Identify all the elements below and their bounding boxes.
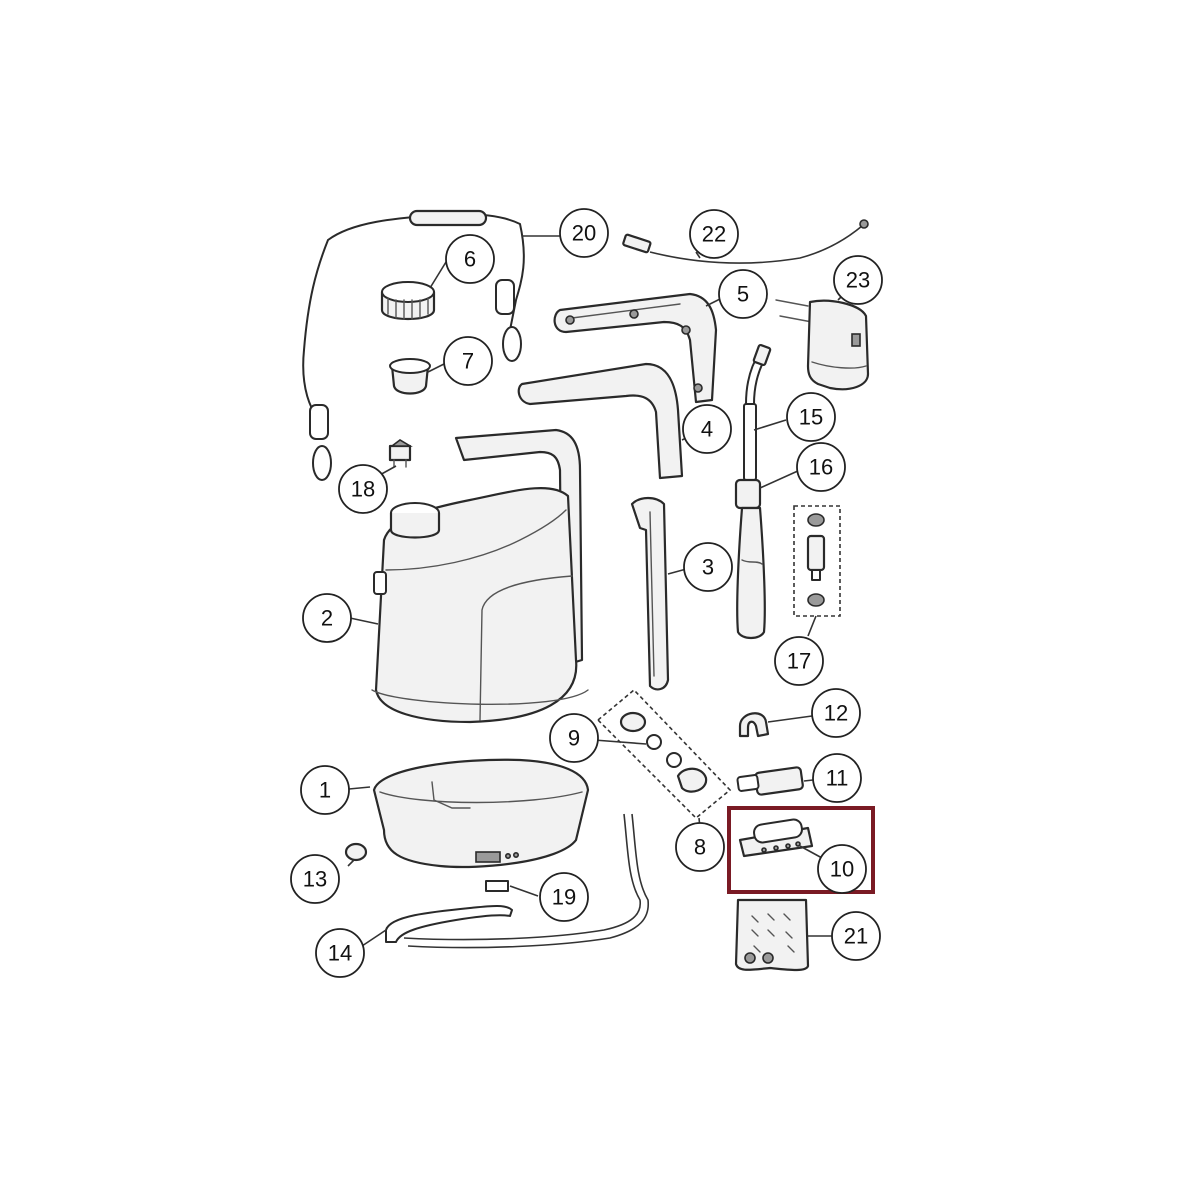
svg-text:17: 17 — [787, 649, 811, 674]
callout-11[interactable]: 11 — [812, 753, 862, 803]
callout-12[interactable]: 12 — [811, 688, 861, 738]
part-1-base — [372, 758, 590, 869]
svg-text:20: 20 — [572, 221, 596, 246]
part-4-back-cover — [517, 362, 684, 480]
part-19-cover-strip — [485, 880, 509, 892]
svg-text:7: 7 — [462, 349, 474, 374]
svg-text:14: 14 — [328, 941, 352, 966]
svg-text:13: 13 — [303, 867, 327, 892]
callout-20[interactable]: 20 — [559, 208, 609, 258]
callout-9[interactable]: 9 — [549, 713, 599, 763]
callout-21[interactable]: 21 — [831, 911, 881, 961]
callout-19[interactable]: 19 — [539, 872, 589, 922]
part-18-switch — [388, 439, 413, 468]
callout-2[interactable]: 2 — [302, 593, 352, 643]
svg-text:22: 22 — [702, 222, 726, 247]
part-11-pump-motor — [736, 766, 804, 796]
svg-text:16: 16 — [809, 455, 833, 480]
callout-7[interactable]: 7 — [443, 336, 493, 386]
svg-text:4: 4 — [701, 417, 713, 442]
svg-text:10: 10 — [830, 857, 854, 882]
svg-text:19: 19 — [552, 885, 576, 910]
callout-23[interactable]: 23 — [833, 255, 883, 305]
callout-1[interactable]: 1 — [300, 765, 350, 815]
callout-8[interactable]: 8 — [675, 822, 725, 872]
svg-text:2: 2 — [321, 606, 333, 631]
part-7-filter-basket — [389, 358, 431, 395]
part-3-side-handle — [630, 496, 670, 691]
part-13-foot — [344, 842, 368, 862]
callout-13[interactable]: 13 — [290, 854, 340, 904]
callout-10[interactable]: 10 — [817, 844, 867, 894]
part-23-power-adapter — [775, 299, 870, 391]
svg-text:12: 12 — [824, 701, 848, 726]
svg-text:9: 9 — [568, 726, 580, 751]
part-2-tank — [371, 428, 589, 724]
part-22-usb-cable — [622, 219, 869, 264]
svg-text:18: 18 — [351, 477, 375, 502]
svg-text:15: 15 — [799, 405, 823, 430]
part-6-tank-cap — [380, 281, 436, 320]
callout-14[interactable]: 14 — [315, 928, 365, 978]
callout-16[interactable]: 16 — [796, 442, 846, 492]
part-21-screw-bag — [734, 898, 810, 972]
svg-text:5: 5 — [737, 282, 749, 307]
callout-6[interactable]: 6 — [445, 234, 495, 284]
callout-3[interactable]: 3 — [683, 542, 733, 592]
svg-text:1: 1 — [319, 778, 331, 803]
part-12-clip — [738, 712, 770, 738]
highlight-frame-part-10 — [727, 806, 875, 894]
part-15-16-spray-lance — [734, 343, 772, 640]
callout-5[interactable]: 5 — [718, 269, 768, 319]
svg-text:3: 3 — [702, 555, 714, 580]
svg-text:21: 21 — [844, 924, 868, 949]
callout-18[interactable]: 18 — [338, 464, 388, 514]
callout-15[interactable]: 15 — [786, 392, 836, 442]
part-8-9-fitting-kit — [596, 688, 732, 820]
part-10-battery-board — [738, 818, 814, 858]
svg-text:11: 11 — [826, 766, 849, 791]
callout-22[interactable]: 22 — [689, 209, 739, 259]
callout-17[interactable]: 17 — [774, 636, 824, 686]
svg-text:6: 6 — [464, 247, 476, 272]
callout-4[interactable]: 4 — [682, 404, 732, 454]
svg-text:8: 8 — [694, 835, 706, 860]
svg-text:23: 23 — [846, 268, 870, 293]
part-14-hose — [385, 813, 650, 949]
part-17-inline-filter-kit — [793, 505, 841, 617]
